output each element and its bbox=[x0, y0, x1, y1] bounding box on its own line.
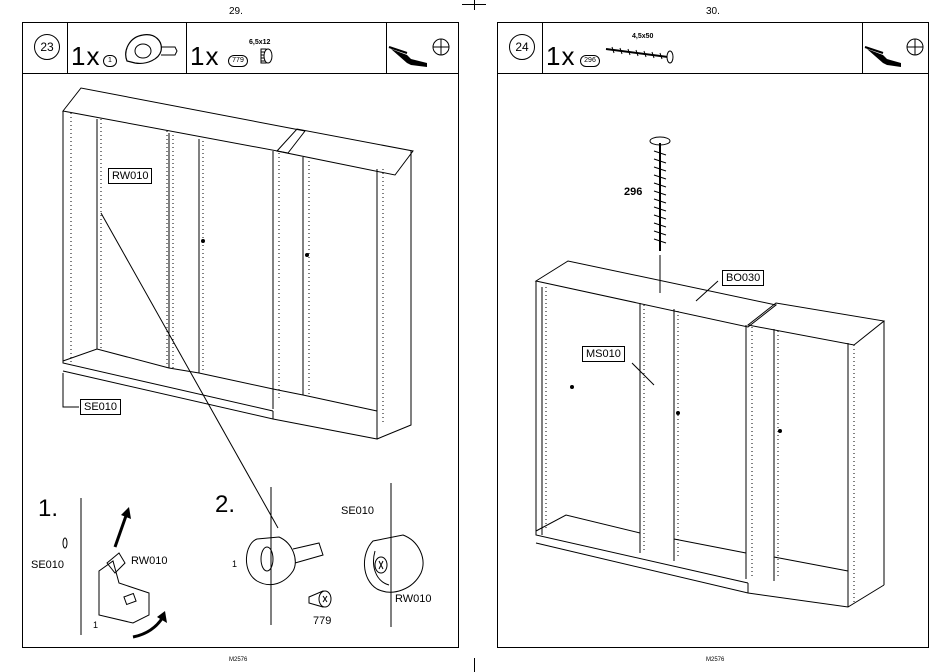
left-page: 23 1x 1 1x 779 6,5x12 bbox=[22, 22, 459, 648]
detail-number-1: 1. bbox=[38, 495, 58, 523]
screw-label-296: 296 bbox=[624, 186, 642, 198]
detail2-label-top: SE010 bbox=[341, 505, 374, 517]
label-se010: SE010 bbox=[80, 399, 121, 415]
label-bo030: BO030 bbox=[722, 270, 764, 286]
crop-mark-top bbox=[474, 0, 475, 10]
detail1-label-right: RW010 bbox=[131, 555, 167, 567]
crop-mark-top-h bbox=[462, 4, 486, 5]
detail2-label-bottom: RW010 bbox=[395, 593, 431, 605]
right-page: 24 1x 296 4,5x50 bbox=[497, 22, 929, 648]
crop-mark-bottom bbox=[474, 658, 475, 672]
label-ms010: MS010 bbox=[582, 346, 625, 362]
detail1-part: 1 bbox=[93, 620, 98, 630]
page-number-left: 29. bbox=[229, 6, 243, 17]
footer-code-left: M2576 bbox=[229, 657, 247, 663]
detail-number-2: 2. bbox=[215, 491, 235, 519]
page-number-right: 30. bbox=[706, 6, 720, 17]
label-rw010: RW010 bbox=[108, 168, 152, 184]
footer-code-right: M2576 bbox=[706, 657, 724, 663]
detail2-screw: 779 bbox=[313, 615, 331, 627]
right-assembly-drawing bbox=[498, 23, 930, 649]
left-assembly-drawing bbox=[23, 23, 460, 649]
detail1-label-left: SE010 bbox=[31, 559, 64, 571]
detail2-part: 1 bbox=[232, 559, 237, 569]
